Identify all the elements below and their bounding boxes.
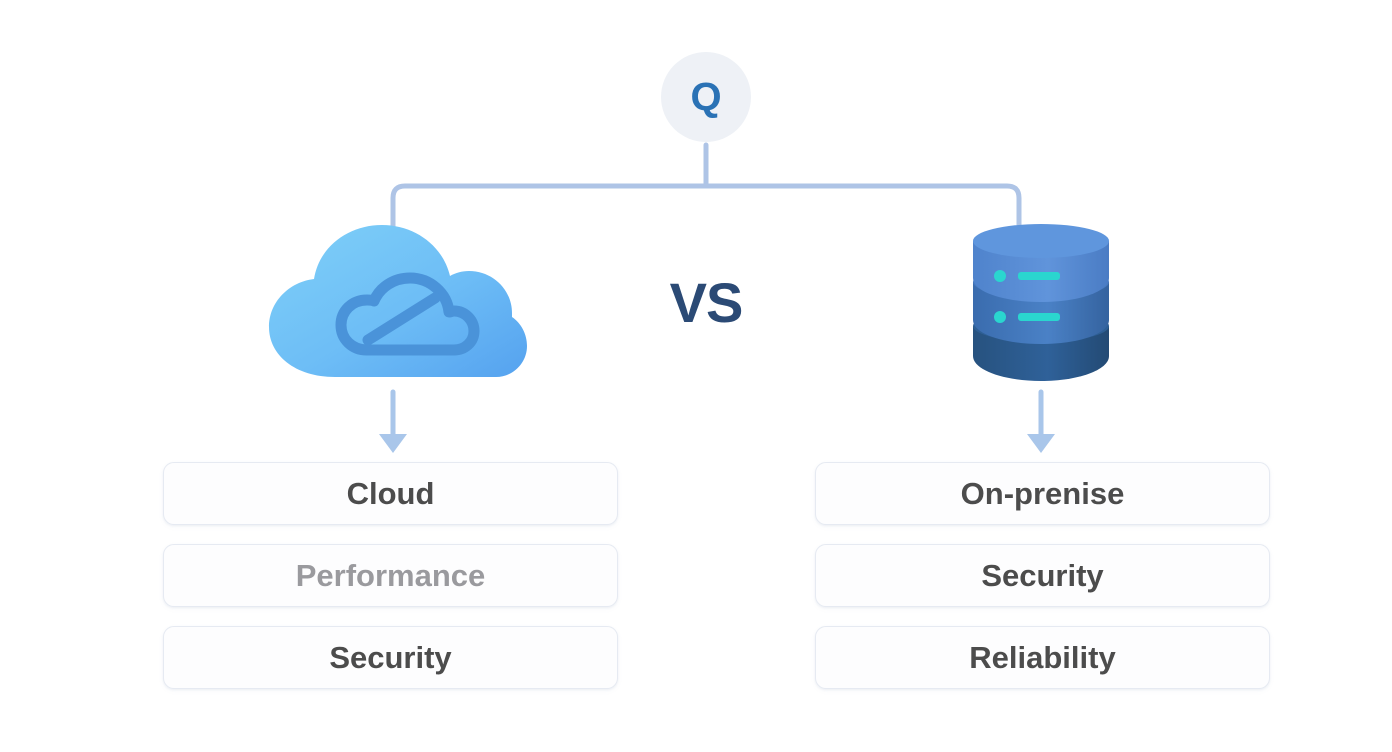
left-branch-items: Cloud Performance Security [163, 462, 618, 689]
db-indicator-bar-mid [1018, 313, 1060, 321]
arrow-down-left [379, 389, 407, 453]
cloud-icon[interactable] [263, 222, 531, 382]
right-branch-items: On-prenise Security Reliability [815, 462, 1270, 689]
versus-label: VS [669, 271, 744, 334]
list-item-label: Cloud [346, 476, 435, 511]
list-item[interactable]: Security [163, 626, 618, 689]
root-node-badge[interactable]: Q [661, 52, 751, 142]
arrow-down-right [1027, 389, 1055, 453]
list-item[interactable]: Performance [163, 544, 618, 607]
list-item-label: Performance [295, 558, 486, 593]
list-item[interactable]: Reliability [815, 626, 1270, 689]
list-item[interactable]: Security [815, 544, 1270, 607]
list-item-label: Reliability [969, 640, 1116, 675]
db-indicator-dot-top [994, 270, 1006, 282]
list-item-label: Security [981, 558, 1104, 593]
db-indicator-dot-mid [994, 311, 1006, 323]
list-item[interactable]: On-prenise [815, 462, 1270, 525]
db-indicator-bar-top [1018, 272, 1060, 280]
list-item-label: Security [329, 640, 452, 675]
list-item-label: On-prenise [960, 476, 1125, 511]
q-letter-icon: Q [690, 75, 722, 119]
list-item[interactable]: Cloud [163, 462, 618, 525]
database-icon[interactable] [963, 220, 1119, 385]
